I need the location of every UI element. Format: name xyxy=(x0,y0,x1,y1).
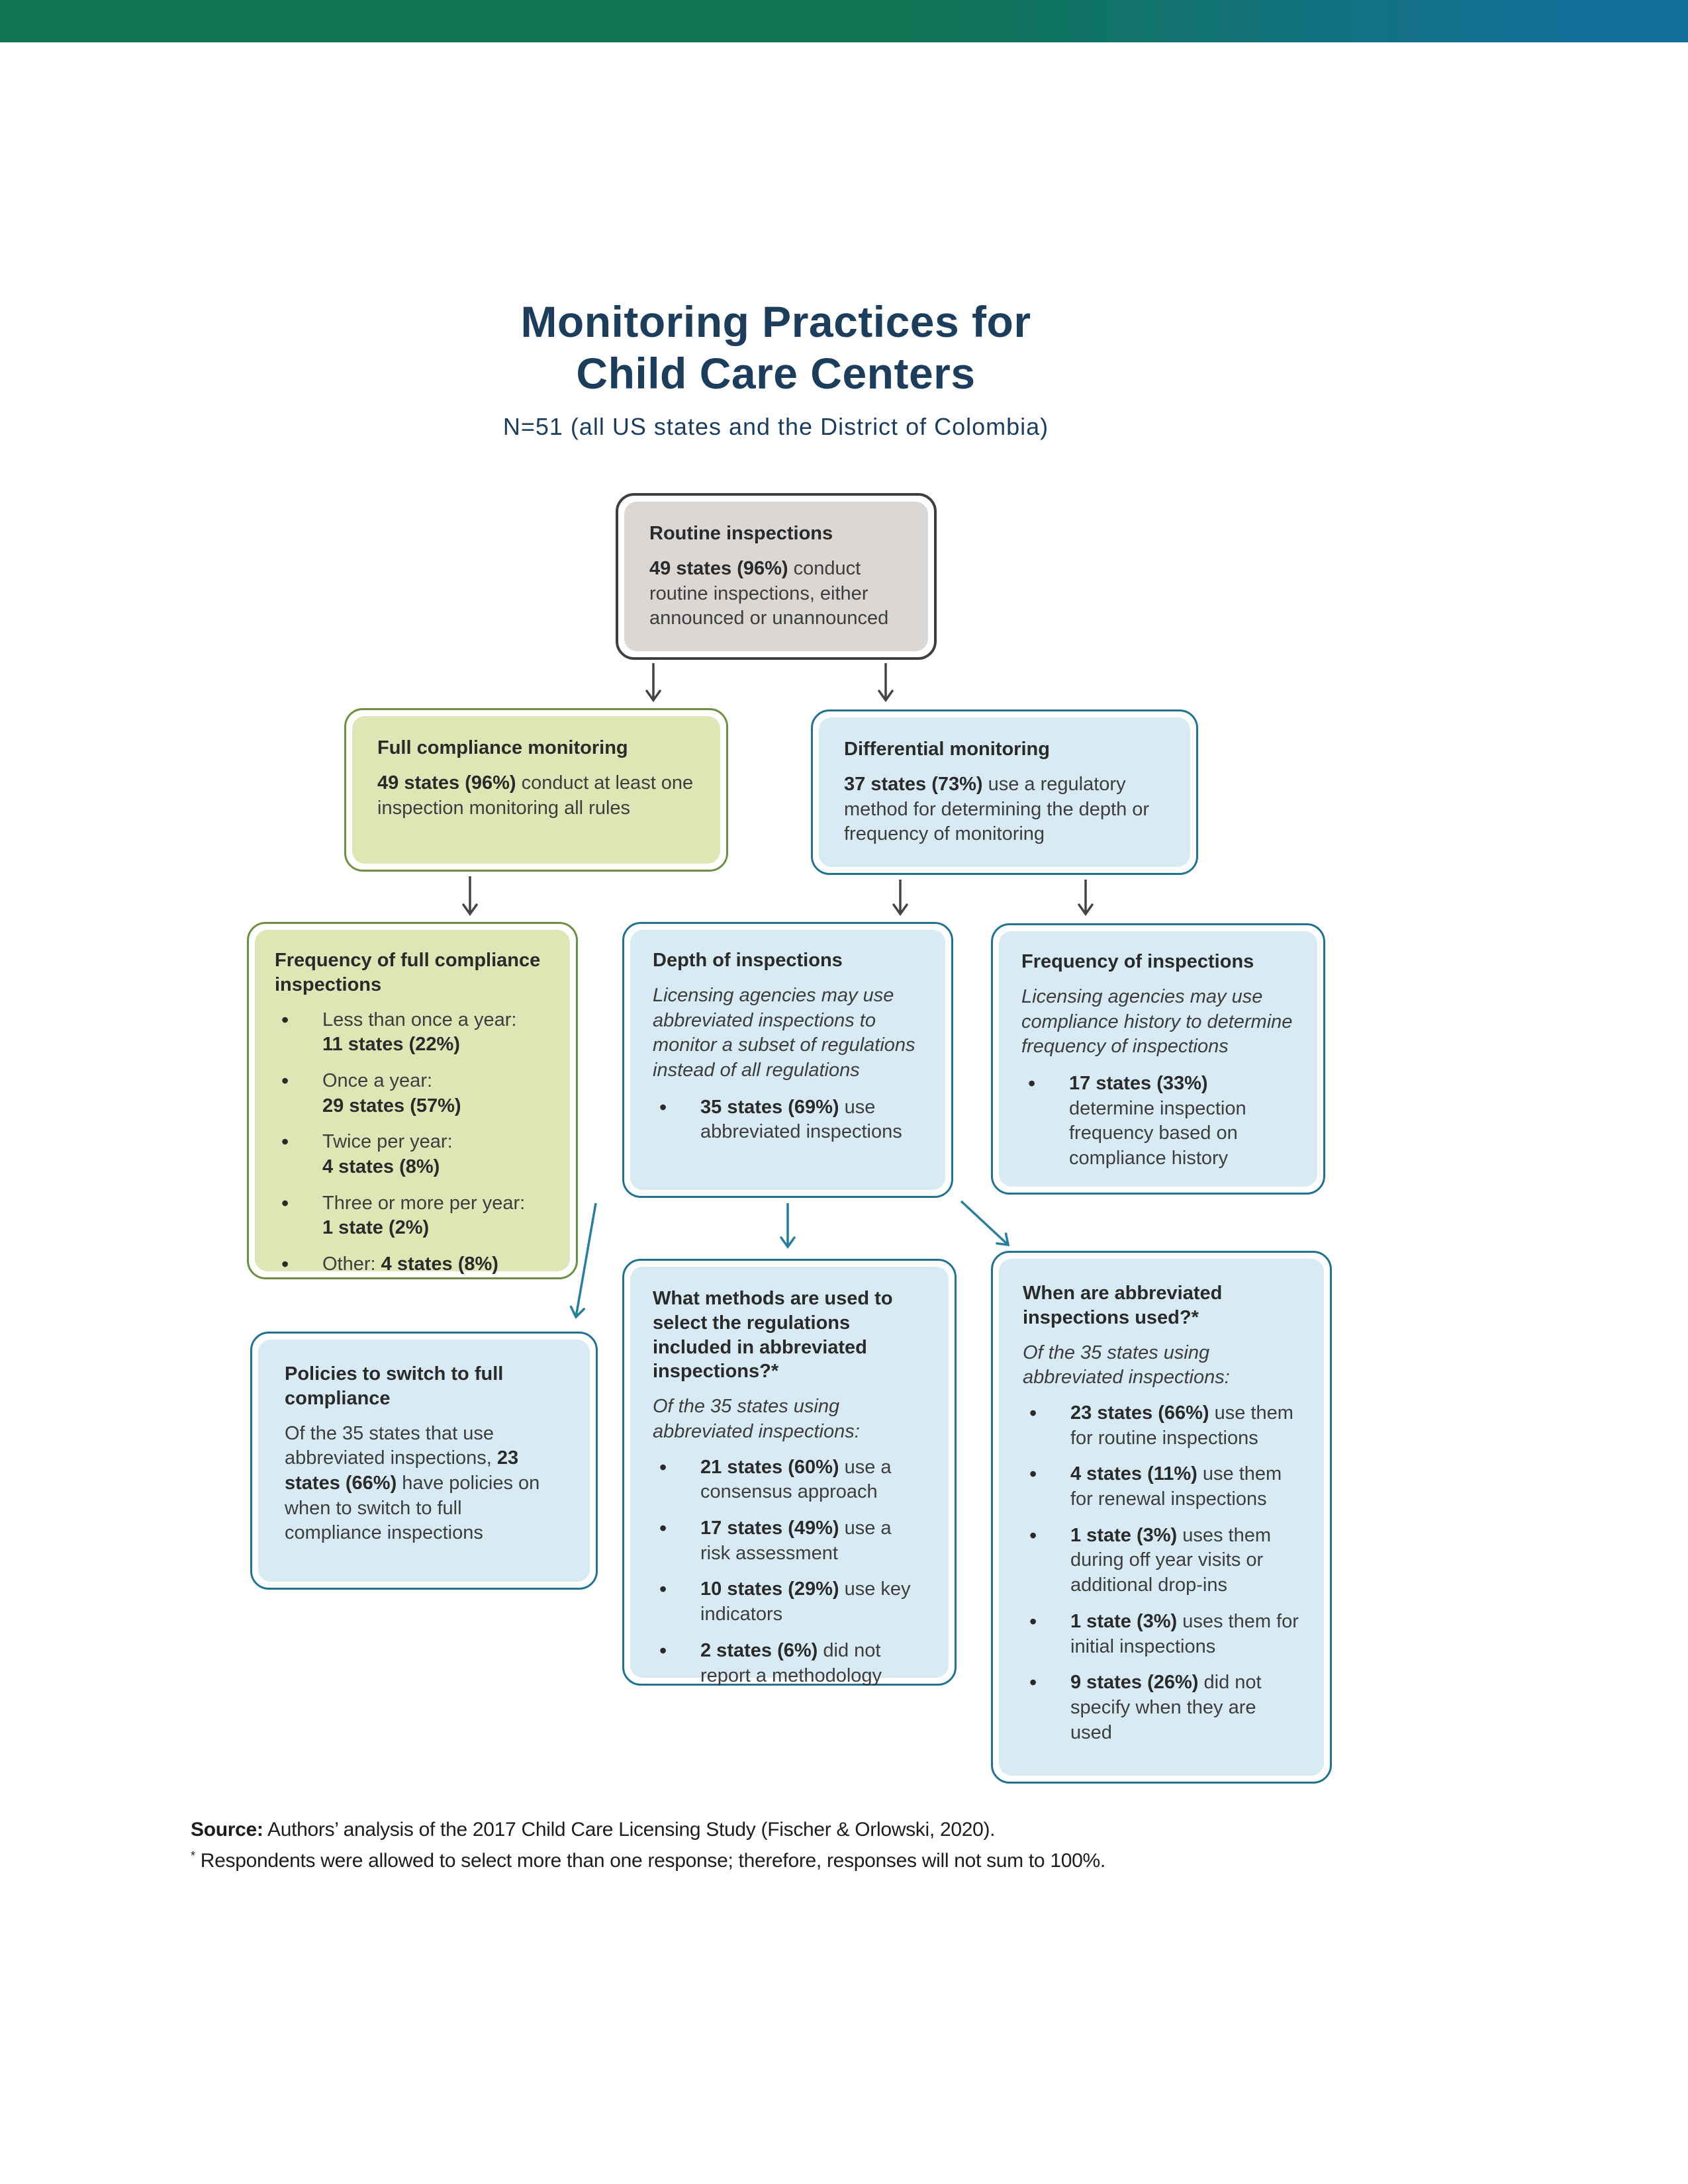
bullet-item: Twice per year:4 states (8%) xyxy=(275,1128,550,1179)
bullet-item: 35 states (69%) use abbreviated inspecti… xyxy=(653,1094,923,1145)
differential-box-inner: Differential monitoring 37 states (73%) … xyxy=(819,717,1190,867)
box-title: Frequency of inspections xyxy=(1021,951,1254,972)
title-block: Monitoring Practices for Child Care Cent… xyxy=(0,296,1552,441)
box-title: Differential monitoring xyxy=(844,739,1050,760)
footnote-line: * Respondents were allowed to select mor… xyxy=(191,1848,1105,1872)
arrow-depth-to-when xyxy=(960,1200,1010,1247)
bullet-item: 4 states (11%) use them for renewal insp… xyxy=(1023,1461,1300,1512)
box-body: 49 states (96%) conduct routine inspecti… xyxy=(649,557,889,629)
bullet-item: Less than once a year:11 states (22%) xyxy=(275,1007,550,1058)
source-line: Source: Authors’ analysis of the 2017 Ch… xyxy=(191,1819,996,1841)
bullet-item: 1 state (3%) uses them during off year v… xyxy=(1023,1522,1300,1598)
bullet-item: 9 states (26%) did not specify when they… xyxy=(1023,1669,1300,1745)
bullet-list: Less than once a year:11 states (22%) Onc… xyxy=(275,1007,550,1279)
box-intro: Licensing agencies may use abbreviated i… xyxy=(653,984,915,1081)
box-intro: Of the 35 states using abbreviated inspe… xyxy=(1023,1342,1230,1388)
methods-box: What methods are used to select the regu… xyxy=(622,1259,957,1686)
bullet-list: 21 states (60%) use a consensus approach… xyxy=(653,1454,926,1689)
when-abbreviated-box: When are abbreviated inspections used?* … xyxy=(991,1251,1332,1784)
frequency-full-box-inner: Frequency of full compliance inspections… xyxy=(255,930,570,1278)
policies-box-inner: Policies to switch to full compliance Of… xyxy=(258,1340,590,1582)
page-title-line2: Child Care Centers xyxy=(576,348,976,398)
page-subtitle: N=51 (all US states and the District of … xyxy=(502,412,1049,440)
bullet-item: Other: 4 states (8%) xyxy=(275,1251,550,1278)
box-title: What methods are used to select the regu… xyxy=(653,1288,893,1383)
depth-box-inner: Depth of inspections Licensing agencies … xyxy=(630,930,945,1190)
when-box-inner: When are abbreviated inspections used?* … xyxy=(999,1259,1324,1776)
box-title: Depth of inspections xyxy=(653,950,843,971)
bullet-item: 21 states (60%) use a consensus approach xyxy=(653,1454,926,1505)
footer-notes: Source: Authors’ analysis of the 2017 Ch… xyxy=(191,1815,1356,1876)
bullet-item: 2 states (6%) did not report a methodolo… xyxy=(653,1637,926,1688)
box-title: Frequency of full compliance inspections xyxy=(275,950,541,995)
bullet-list: 23 states (66%) use them for routine ins… xyxy=(1023,1400,1300,1745)
box-body: 49 states (96%) conduct at least one ins… xyxy=(377,772,694,819)
full-compliance-box-inner: Full compliance monitoring 49 states (96… xyxy=(352,716,720,864)
frequency-full-compliance-box: Frequency of full compliance inspections… xyxy=(247,922,578,1279)
bullet-list: 17 states (33%) determine inspection fre… xyxy=(1021,1070,1295,1171)
page-title: Monitoring Practices for Child Care Cent… xyxy=(0,296,1552,400)
bullet-item: 17 states (33%) determine inspection fre… xyxy=(1021,1070,1295,1171)
bullet-item: 17 states (49%) use a risk assessment xyxy=(653,1515,926,1566)
page-title-line1: Monitoring Practices for xyxy=(520,297,1031,346)
arrow-depth-to-policies xyxy=(569,1203,597,1319)
box-body: Of the 35 states that use abbreviated in… xyxy=(285,1422,540,1544)
box-title: Policies to switch to full compliance xyxy=(285,1363,504,1409)
depth-of-inspections-box: Depth of inspections Licensing agencies … xyxy=(622,922,953,1198)
routine-inspections-box: Routine inspections 49 states (96%) cond… xyxy=(616,493,937,660)
methods-box-inner: What methods are used to select the regu… xyxy=(630,1267,949,1686)
routine-inspections-box-inner: Routine inspections 49 states (96%) cond… xyxy=(624,502,928,651)
bullet-item: 1 state (3%) uses them for initial inspe… xyxy=(1023,1608,1300,1659)
full-compliance-monitoring-box: Full compliance monitoring 49 states (96… xyxy=(344,708,728,872)
box-title: Routine inspections xyxy=(649,523,833,544)
bullet-list: 35 states (69%) use abbreviated inspecti… xyxy=(653,1094,923,1145)
bullet-item: Three or more per year:1 state (2%) xyxy=(275,1190,550,1241)
box-title: Full compliance monitoring xyxy=(377,737,628,758)
policies-switch-box: Policies to switch to full compliance Of… xyxy=(250,1332,598,1590)
box-intro: Licensing agencies may use compliance hi… xyxy=(1021,985,1293,1058)
bullet-item: Once a year:29 states (57%) xyxy=(275,1068,550,1118)
footnote-asterisk: * xyxy=(191,1848,195,1862)
header-gradient-bar xyxy=(0,0,1688,42)
box-title: When are abbreviated inspections used?* xyxy=(1023,1283,1223,1328)
box-intro: Of the 35 states using abbreviated inspe… xyxy=(653,1396,860,1442)
differential-monitoring-box: Differential monitoring 37 states (73%) … xyxy=(811,709,1198,875)
frequency-of-inspections-box: Frequency of inspections Licensing agenc… xyxy=(991,923,1325,1195)
bullet-item: 23 states (66%) use them for routine ins… xyxy=(1023,1400,1300,1451)
box-body: 37 states (73%) use a regulatory method … xyxy=(844,773,1150,845)
frequency-insp-box-inner: Frequency of inspections Licensing agenc… xyxy=(999,931,1317,1187)
bullet-item: 10 states (29%) use key indicators xyxy=(653,1576,926,1627)
